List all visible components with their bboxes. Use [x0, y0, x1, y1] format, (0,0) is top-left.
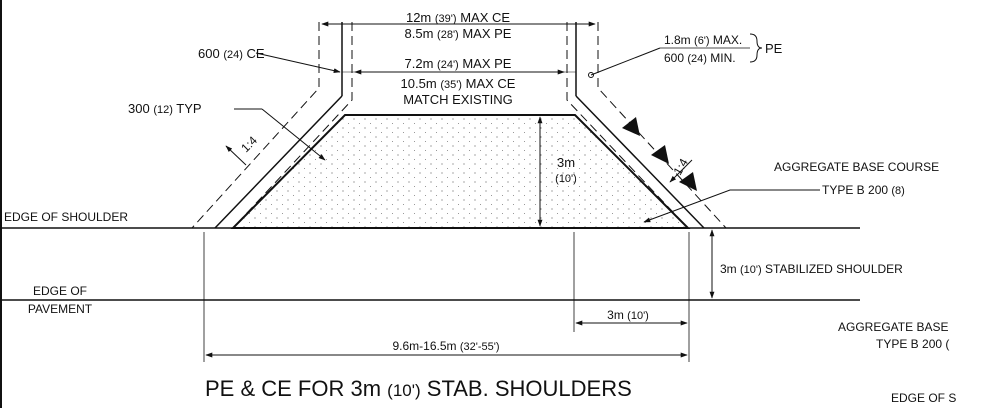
left-dashed-outline-inner	[232, 22, 353, 229]
label-height-ft: (10')	[555, 173, 577, 185]
label-pe-min: 600 (24) MIN.	[664, 51, 736, 65]
label-edge-pavement-2: PAVEMENT	[28, 302, 93, 316]
label-clip-edge: EDGE OF S	[891, 391, 956, 405]
label-agg-base-line2: TYPE B 200 (8)	[822, 183, 905, 197]
slope-triangle-2	[651, 145, 669, 164]
aggregate-base-area	[230, 114, 691, 229]
label-pe-tag: PE	[765, 41, 783, 56]
label-300-typ: 300 (12) TYP	[128, 101, 202, 116]
label-dim-total: 9.6m-16.5m (32'-55')	[392, 339, 499, 353]
pe-brace	[749, 33, 763, 63]
leader-600-ce	[255, 52, 341, 73]
leader-pe	[590, 47, 661, 76]
label-600-ce: 600 (24) CE	[198, 46, 265, 61]
label-top-ce: 12m (39') MAX CE	[406, 10, 510, 25]
right-dashed-outline-inner	[566, 22, 689, 229]
slope-triangle-3	[679, 172, 697, 191]
slope-triangle-1	[622, 117, 640, 136]
leader-300-typ	[261, 108, 326, 161]
leader-aggregate-base	[643, 189, 820, 223]
label-edge-shoulder: EDGE OF SHOULDER	[4, 210, 128, 224]
label-match-existing: MATCH EXISTING	[403, 92, 513, 107]
label-stab-shoulder: 3m (10') STABILIZED SHOULDER	[720, 262, 903, 276]
right-dashed-outline-outer	[597, 22, 727, 229]
label-mid-pe: 7.2m (24') MAX PE	[405, 56, 512, 71]
label-pe-max: 1.8m (6') MAX.	[664, 33, 742, 47]
leader-pe-dot	[588, 72, 594, 78]
label-mid-ce: 10.5m (35') MAX CE	[401, 76, 516, 91]
left-dashed-outline-outer	[191, 22, 320, 229]
slope-arrow-left	[225, 145, 247, 166]
label-height-m: 3m	[557, 155, 575, 170]
left-inner-edge-slope	[214, 95, 343, 229]
label-clip-agg-1: AGGREGATE BASE	[838, 320, 948, 334]
label-slope-right: 1:4	[670, 156, 691, 178]
drawing-title: PE & CE FOR 3m (10') STAB. SHOULDERS	[205, 376, 632, 401]
label-agg-base-line1: AGGREGATE BASE COURSE	[774, 160, 939, 174]
label-edge-pavement-1: EDGE OF	[33, 284, 87, 298]
label-dim-3m: 3m (10')	[607, 308, 649, 322]
label-top-pe: 8.5m (28') MAX PE	[405, 26, 512, 41]
label-clip-agg-2: TYPE B 200 (	[876, 337, 949, 351]
label-slope-left: 1:4	[238, 133, 260, 155]
slope-arrow-right	[669, 159, 693, 183]
right-inner-edge-slope	[575, 95, 705, 229]
